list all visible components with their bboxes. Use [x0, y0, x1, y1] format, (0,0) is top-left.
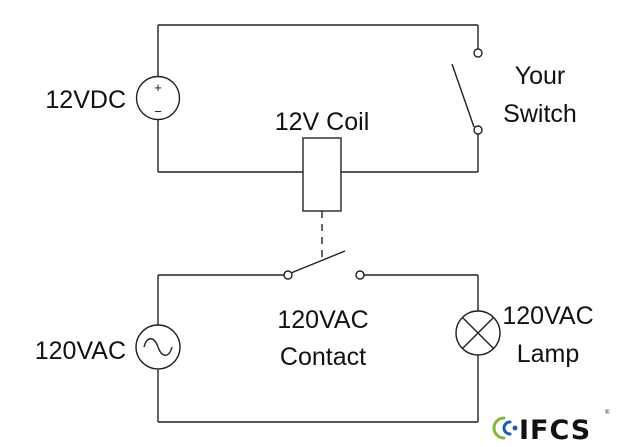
label-contact-line1: 120VAC: [277, 306, 368, 334]
switch-terminal-bottom: [473, 125, 483, 135]
label-switch-line2: Switch: [503, 100, 577, 128]
lamp-symbol: [455, 310, 501, 356]
contact-terminal-left: [283, 270, 293, 280]
ifcs-logo: IFCS ®: [492, 409, 610, 446]
ac-source-symbol: [135, 324, 181, 370]
switch-lever: [451, 63, 475, 128]
contact-terminal-right: [355, 270, 365, 280]
label-switch-line1: Your: [515, 62, 566, 90]
dc-source-symbol: [135, 75, 181, 121]
dc-plus-sign: +: [154, 80, 162, 95]
contact-blade: [290, 250, 346, 274]
logo-text: IFCS: [519, 415, 591, 446]
control-circuit: [135, 24, 483, 262]
ac-sine-wave: [143, 338, 173, 356]
label-dc-source: 12VDC: [45, 86, 126, 114]
logo-waves-icon: [492, 416, 518, 440]
switch-terminal-top: [473, 48, 483, 58]
dc-minus-sign: −: [154, 104, 162, 119]
label-lamp-line2: Lamp: [517, 340, 580, 368]
logo-registered-mark: ®: [605, 409, 610, 416]
label-ac-source: 120VAC: [35, 337, 126, 365]
label-coil: 12V Coil: [275, 108, 370, 136]
label-lamp-line1: 120VAC: [502, 302, 593, 330]
label-contact-line2: Contact: [280, 343, 366, 371]
relay-coil: [302, 137, 342, 212]
lamp-cross-b: [462, 317, 494, 349]
load-circuit: [135, 250, 501, 423]
